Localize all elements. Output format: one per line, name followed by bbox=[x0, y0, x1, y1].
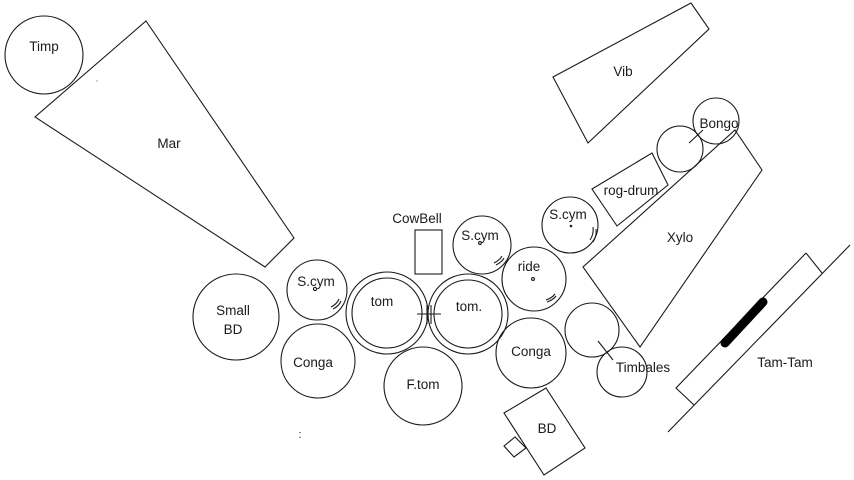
xylophone-shape bbox=[582, 129, 763, 348]
ride-shape bbox=[501, 246, 567, 312]
bongo-label: Bongo bbox=[699, 116, 738, 131]
conga-left[interactable]: Conga bbox=[280, 323, 356, 399]
timbale-low-shape bbox=[596, 346, 648, 398]
ride[interactable]: ride bbox=[501, 246, 567, 312]
cymbal-scrape-icon bbox=[589, 226, 597, 243]
small-bass-drum[interactable]: Small BD bbox=[192, 273, 280, 361]
conga-right-label: Conga bbox=[511, 344, 551, 359]
bass-drum-pedal bbox=[503, 436, 527, 458]
tom-left-label: tom bbox=[371, 294, 394, 309]
cowbell-shape bbox=[414, 229, 443, 275]
timbales[interactable]: Timbales bbox=[564, 302, 671, 398]
colon-mark: : bbox=[298, 429, 301, 441]
suspended-cymbal-center[interactable]: S.cym bbox=[452, 215, 512, 275]
marimba[interactable]: Mar bbox=[34, 20, 295, 268]
bass-drum-label: BD bbox=[538, 421, 557, 436]
timp-label: Timp bbox=[29, 39, 59, 54]
tom-left[interactable]: tom bbox=[345, 271, 429, 355]
rog-drum-label: rog-drum bbox=[604, 183, 659, 198]
timbale-high-shape bbox=[564, 302, 620, 358]
floor-tom-shape bbox=[383, 346, 463, 426]
tam-tam-stand-top bbox=[805, 252, 823, 274]
bass-drum-shape bbox=[503, 387, 586, 476]
tom-left-outer bbox=[345, 271, 429, 355]
tam-tam-label: Tam-Tam bbox=[757, 355, 813, 370]
tom-left-inner bbox=[351, 277, 423, 349]
suspended-cymbal-center-label: S.cym bbox=[461, 228, 499, 243]
xylophone-label: Xylo bbox=[667, 230, 693, 245]
cymbal-scrape-icon bbox=[330, 298, 342, 310]
tom-right-label: tom. bbox=[456, 299, 482, 314]
floor-tom[interactable]: F.tom bbox=[383, 346, 463, 426]
bongo-high-shape bbox=[692, 97, 740, 145]
timbales-connector bbox=[597, 340, 614, 361]
suspended-cymbal-right-label: S.cym bbox=[549, 207, 587, 222]
suspended-cymbal-left-shape bbox=[286, 259, 348, 321]
timp-shape bbox=[4, 15, 84, 95]
bongo-low-shape bbox=[656, 125, 704, 173]
suspended-cymbal-left[interactable]: S.cym bbox=[286, 259, 348, 321]
small-bass-drum-shape bbox=[192, 273, 280, 361]
cymbal-scrape-icon bbox=[493, 255, 505, 266]
marimba-shape bbox=[34, 20, 295, 268]
xylophone[interactable]: Xylo bbox=[582, 129, 763, 348]
vibraphone[interactable]: Vib bbox=[552, 2, 710, 144]
small-bass-drum-label-line2: BD bbox=[224, 322, 243, 337]
small-bass-drum-label-line1: Small bbox=[216, 303, 250, 318]
tam-tam[interactable]: Tam-Tam bbox=[667, 244, 851, 433]
rog-drum[interactable]: rog-drum bbox=[591, 152, 669, 227]
cymbal-mount-icon bbox=[569, 224, 573, 228]
suspended-cymbal-left-label: S.cym bbox=[297, 274, 335, 289]
conga-right-shape bbox=[495, 317, 567, 389]
suspended-cymbal-center-shape bbox=[452, 215, 512, 275]
conga-left-shape bbox=[280, 323, 356, 399]
bass-drum[interactable]: BD bbox=[503, 387, 586, 476]
suspended-cymbal-right-shape bbox=[541, 196, 599, 254]
vibraphone-label: Vib bbox=[613, 64, 632, 79]
cymbal-mount-icon bbox=[478, 241, 482, 245]
suspended-cymbal-right[interactable]: S.cym bbox=[541, 196, 599, 254]
tam-tam-stand-base bbox=[667, 244, 851, 433]
marimba-label: Mar bbox=[157, 136, 181, 151]
floor-tom-label: F.tom bbox=[406, 377, 439, 392]
bongo-connector bbox=[688, 129, 704, 144]
conga-right[interactable]: Conga bbox=[495, 317, 567, 389]
rog-drum-shape bbox=[591, 152, 669, 227]
cowbell[interactable]: CowBell bbox=[392, 211, 443, 275]
conga-left-label: Conga bbox=[293, 355, 333, 370]
cymbal-mount-icon bbox=[312, 286, 318, 292]
cymbal-mount-icon bbox=[531, 277, 535, 281]
timp[interactable]: Timp bbox=[4, 15, 84, 95]
timbales-label: Timbales bbox=[616, 360, 671, 375]
tam-tam-mallet bbox=[720, 297, 768, 348]
cymbal-scrape-icon bbox=[545, 293, 557, 303]
cowbell-label: CowBell bbox=[392, 211, 442, 226]
ride-label: ride bbox=[518, 259, 541, 274]
vibraphone-shape bbox=[552, 2, 710, 144]
stray-dot bbox=[96, 80, 98, 82]
bongo[interactable]: Bongo bbox=[656, 97, 740, 173]
tom-right-inner bbox=[433, 279, 503, 349]
